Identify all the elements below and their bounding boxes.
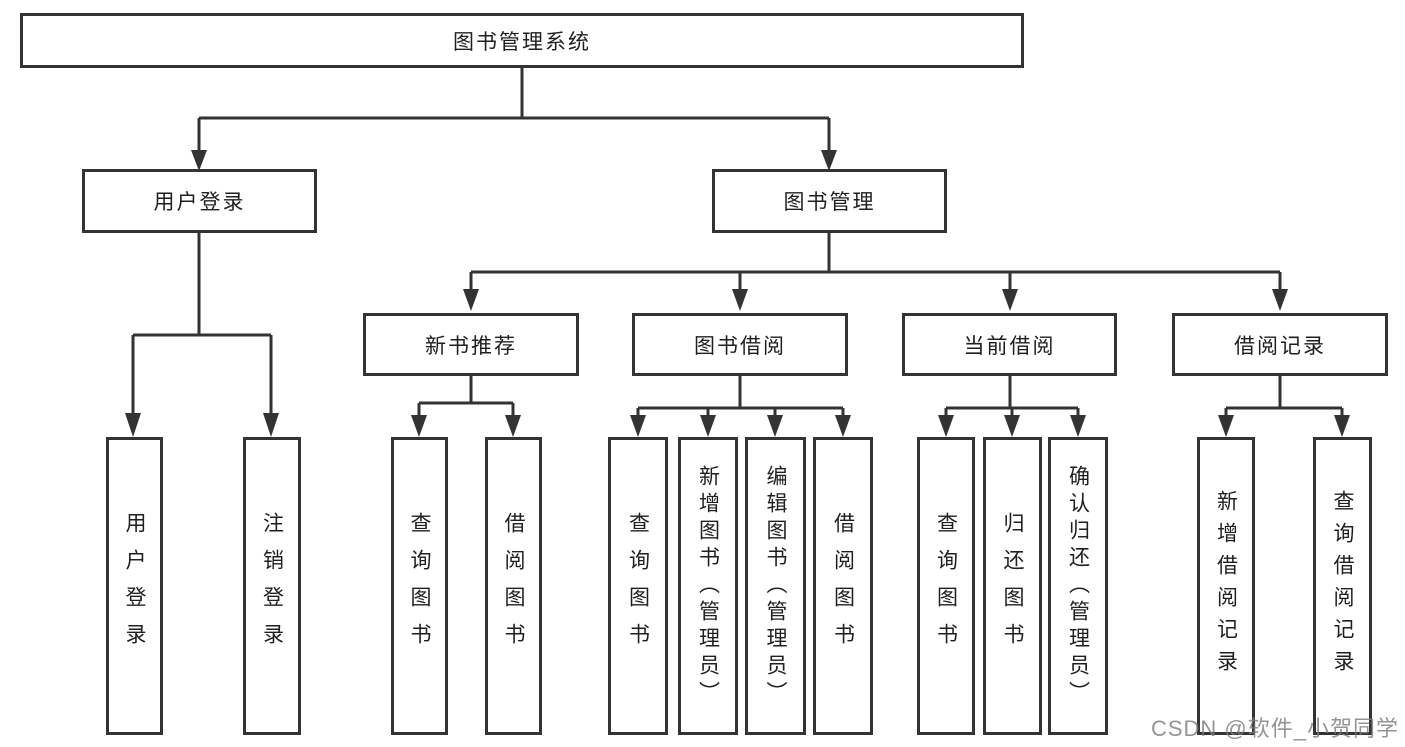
- leaf-logout: 注销登录: [243, 437, 301, 735]
- node-label: 借阅记录: [1234, 334, 1326, 358]
- leaf-confirm-return-admin: 确认归还（管理员）: [1048, 437, 1108, 735]
- arrowheads: [125, 150, 1350, 437]
- leaf-query-books-current: 查询图书: [917, 437, 975, 735]
- leaf-label: 查询图书: [626, 512, 650, 660]
- node-user-login: 用户登录: [82, 169, 317, 233]
- node-label: 当前借阅: [963, 334, 1056, 358]
- node-book-borrow: 图书借阅: [632, 313, 848, 376]
- leaf-label: 新增图书（管理员）: [696, 464, 720, 708]
- node-borrow-records: 借阅记录: [1172, 313, 1388, 376]
- node-label: 图书管理系统: [453, 30, 591, 54]
- node-book-management: 图书管理: [712, 169, 947, 233]
- node-label: 用户登录: [153, 191, 246, 214]
- leaf-label: 用户登录: [123, 512, 146, 660]
- node-new-book-recommend: 新书推荐: [363, 313, 579, 376]
- leaf-label: 新增借阅记录: [1214, 490, 1238, 682]
- leaf-label: 查询图书: [408, 512, 431, 660]
- leaf-label: 查询图书: [934, 512, 958, 660]
- node-current-borrow: 当前借阅: [902, 313, 1117, 376]
- leaf-query-books-borrow: 查询图书: [608, 437, 668, 735]
- leaf-borrow-books-recommend: 借阅图书: [485, 437, 542, 735]
- leaf-return-books: 归还图书: [983, 437, 1042, 735]
- leaf-borrow-books-borrow: 借阅图书: [813, 437, 873, 735]
- leaf-label: 查询借阅记录: [1331, 490, 1354, 682]
- leaf-label: 归还图书: [1001, 512, 1024, 660]
- leaf-label: 确认归还（管理员）: [1066, 464, 1090, 708]
- leaf-add-borrow-record: 新增借阅记录: [1197, 437, 1255, 735]
- leaf-label: 编辑图书（管理员）: [764, 464, 787, 708]
- leaf-query-borrow-record: 查询借阅记录: [1313, 437, 1372, 735]
- node-root-system: 图书管理系统: [20, 13, 1024, 68]
- node-label: 图书借阅: [694, 334, 786, 358]
- leaf-label: 借阅图书: [502, 512, 525, 660]
- node-label: 新书推荐: [425, 334, 517, 358]
- node-label: 图书管理: [783, 191, 876, 214]
- leaf-edit-book-admin: 编辑图书（管理员）: [745, 437, 806, 735]
- leaf-label: 注销登录: [260, 512, 284, 660]
- leaf-user-login: 用户登录: [106, 437, 163, 735]
- leaf-add-book-admin: 新增图书（管理员）: [678, 437, 738, 735]
- leaf-query-books-recommend: 查询图书: [391, 437, 448, 735]
- leaf-label: 借阅图书: [831, 512, 855, 660]
